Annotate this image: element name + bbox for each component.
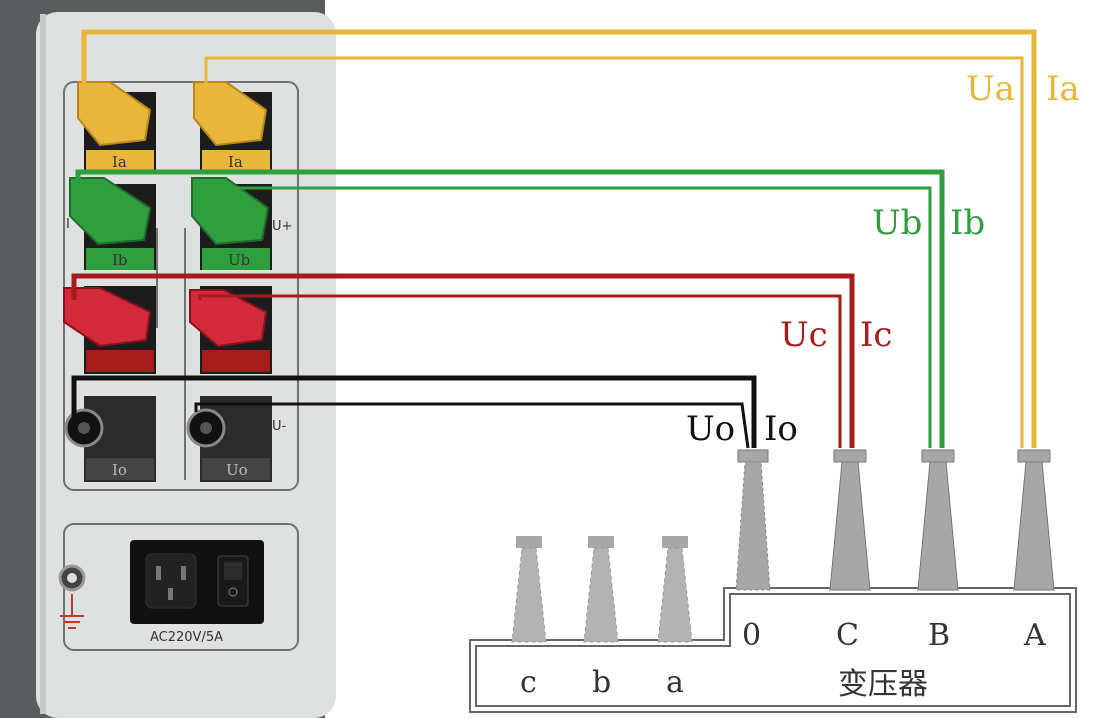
wire-label-io: Io: [764, 409, 798, 449]
panel-side-left: I: [66, 217, 70, 232]
terminal-label-lv-a: a: [666, 665, 684, 700]
panel-side-right-top: U+: [272, 219, 292, 234]
wire-label-ib: Ib: [950, 203, 985, 243]
wire-uo: [194, 402, 750, 449]
bushing-lv-b[interactable]: [583, 536, 619, 643]
wire-label-ub: Ub: [872, 203, 922, 243]
power-switch-icon[interactable]: [217, 555, 249, 607]
jack-label: Uo: [226, 461, 248, 479]
wire-label-uo: Uo: [686, 409, 735, 449]
wire-ia: [81, 29, 1037, 448]
wire-label-ua: Ua: [966, 69, 1015, 109]
bushing-a[interactable]: [1013, 449, 1055, 591]
jack-io[interactable]: Io: [64, 396, 156, 482]
power-label: AC220V/5A: [150, 630, 223, 645]
bushing-lv-a[interactable]: [657, 536, 693, 643]
bushing-b[interactable]: [917, 449, 959, 591]
jack-label: Ib: [112, 251, 128, 269]
jack-uo[interactable]: Uo: [186, 396, 272, 482]
panel-jacks: Ia Ia Ib Ub: [63, 81, 272, 482]
jack-ia-2[interactable]: Ia: [193, 81, 272, 174]
wire-labels: Ua Ia Ub Ib Uc Ic Uo Io: [686, 69, 1080, 449]
transformer-title: 变压器: [838, 667, 928, 702]
terminal-label-0: 0: [742, 618, 761, 653]
ground-icon[interactable]: [58, 564, 86, 629]
wire-label-uc: Uc: [780, 315, 828, 355]
terminal-label-c: C: [836, 618, 859, 653]
wire-io: [71, 375, 757, 448]
jack-label: Io: [112, 461, 127, 479]
wire-uc: [198, 294, 842, 448]
wire-ic: [71, 273, 855, 448]
jack-ib[interactable]: Ib: [69, 177, 156, 270]
panel-side-right-bottom: U-: [272, 419, 287, 434]
jack-label: Ia: [112, 153, 127, 171]
wire-ub: [198, 180, 932, 448]
wire-ib: [75, 169, 945, 448]
jack-uc[interactable]: [189, 286, 272, 374]
jack-label: Ub: [228, 251, 250, 269]
terminal-label-a: A: [1023, 618, 1046, 653]
power-section: AC220V/5A: [58, 540, 264, 645]
wire-label-ia: Ia: [1046, 69, 1080, 109]
power-socket[interactable]: [145, 553, 197, 609]
jack-ub[interactable]: Ub: [191, 177, 272, 270]
jack-label: Ia: [228, 153, 243, 171]
bushing-lv-c[interactable]: [511, 536, 547, 643]
wire-ua: [204, 56, 1024, 448]
wire-label-ic: Ic: [860, 315, 892, 355]
terminal-label-lv-b: b: [592, 665, 611, 700]
jack-ia-1[interactable]: Ia: [77, 81, 156, 174]
terminal-label-b: B: [928, 618, 950, 653]
bushing-0[interactable]: [735, 449, 771, 591]
bushing-c[interactable]: [829, 449, 871, 591]
terminal-label-lv-c: c: [520, 665, 537, 700]
jack-ic[interactable]: [63, 286, 156, 374]
wires: [71, 29, 1037, 449]
transformer: 0 C B A c b a 变压器: [469, 449, 1077, 713]
